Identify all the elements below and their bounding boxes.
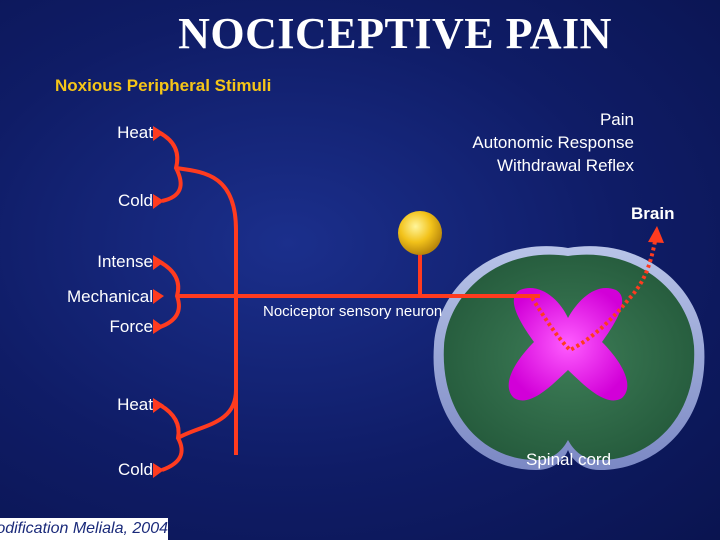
stimulus-intense: Intense	[97, 252, 153, 271]
effect-withdrawal-reflex: Withdrawal Reflex	[497, 156, 634, 175]
effect-autonomic-response: Autonomic Response	[472, 133, 634, 152]
spinal-cord-gray-matter	[508, 288, 628, 401]
effect-pain: Pain	[599, 110, 634, 129]
credit-text: Modification Meliala, 2004	[0, 518, 168, 540]
nerve-fibers	[158, 131, 540, 472]
brain-label: Brain	[631, 204, 675, 223]
nerve-endings	[153, 126, 164, 478]
spinal-cord-label: Spinal cord	[526, 450, 612, 469]
stimulus-force: Force	[109, 317, 153, 336]
stimulus-heat-2: Heat	[117, 395, 153, 414]
neuron-label: Nociceptor sensory neuron	[263, 303, 443, 320]
stimulus-cold-2: Cold	[118, 460, 153, 479]
page-title: NOCICEPTIVE PAIN	[178, 9, 612, 58]
neuron-cell-body	[398, 211, 442, 255]
brain-arrowhead-icon	[648, 226, 664, 243]
stimuli-heading: Noxious Peripheral Stimuli	[55, 76, 272, 95]
stimulus-heat-1: Heat	[117, 123, 153, 142]
effects-list: Pain Autonomic Response Withdrawal Refle…	[390, 108, 634, 177]
stimulus-cold-1: Cold	[118, 191, 153, 210]
stimulus-mechanical: Mechanical	[67, 287, 153, 306]
